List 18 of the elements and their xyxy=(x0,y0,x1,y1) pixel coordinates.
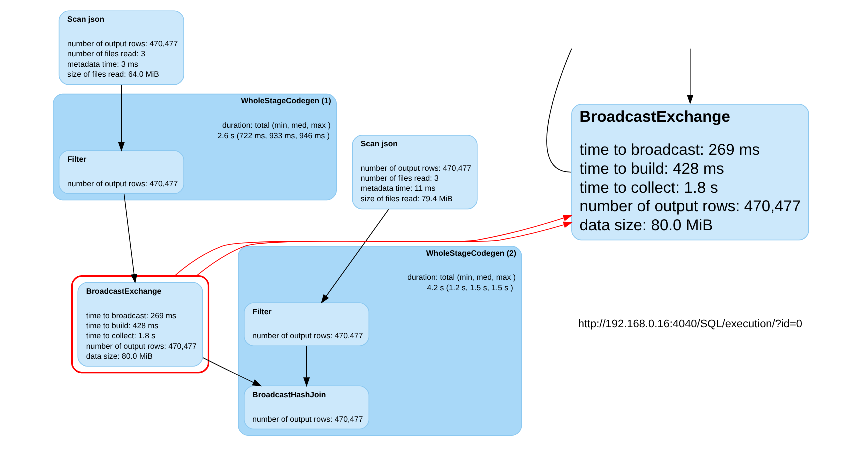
label: http://192.168.0.16:4040/SQL/execution/?id=0 xyxy=(578,318,802,330)
node-box: BroadcastExchange time to broadcast: 269 ms time to build: 428 ms time to collect: 1.8 s number of output rows: 470,477 data size: 80.0 MiB xyxy=(77,282,203,367)
node-box: BroadcastHashJoin number of output rows: 470,477 xyxy=(244,386,370,430)
node-box: BroadcastExchange time to broadcast: 269 ms time to build: 428 ms time to collect: 1.8 s number of output rows: 470,477 data size: 80.0 MiB xyxy=(571,104,809,241)
arrow xyxy=(303,346,310,388)
node-box: Scan json number of output rows: 470,477 number of files read: 3 metadata time: 3 ms size of files read: 64.0 MiB xyxy=(58,10,184,86)
arrow xyxy=(202,357,262,387)
arrow xyxy=(320,209,389,304)
node-box: Filter number of output rows: 470,477 xyxy=(244,302,370,347)
cluster xyxy=(70,276,210,374)
arrow xyxy=(174,215,572,277)
arrow xyxy=(123,194,138,284)
arrow xyxy=(686,48,694,105)
connector xyxy=(546,48,572,173)
arrow xyxy=(196,222,573,277)
node-box: Scan json number of output rows: 470,477 number of files read: 3 metadata time: 11 ms size of files read: 79.4 MiB xyxy=(352,135,478,210)
node-box: Filter number of output rows: 470,477 xyxy=(58,150,184,194)
arrow xyxy=(118,84,124,152)
